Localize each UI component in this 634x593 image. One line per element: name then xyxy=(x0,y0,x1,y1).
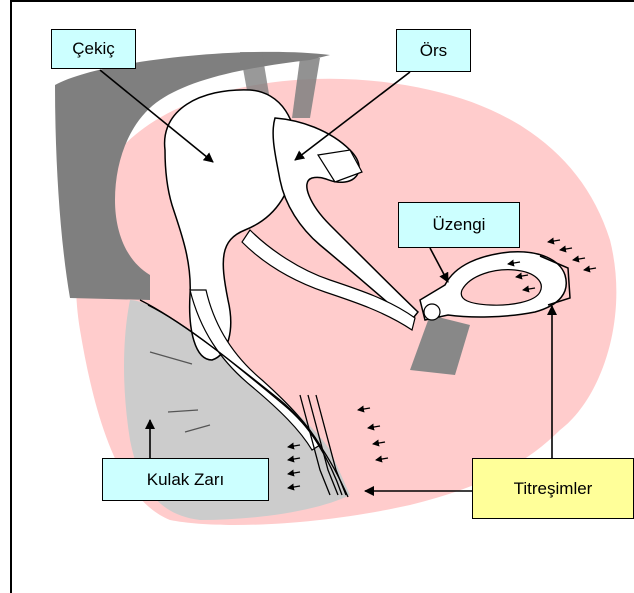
stapes-joint xyxy=(424,304,440,320)
label-incus: Örs xyxy=(396,29,471,72)
label-malleus: Çekiç xyxy=(51,29,136,69)
label-vibrations: Titreşimler xyxy=(472,458,634,519)
label-stapes: Üzengi xyxy=(398,202,520,248)
label-eardrum: Kulak Zarı xyxy=(102,458,269,501)
